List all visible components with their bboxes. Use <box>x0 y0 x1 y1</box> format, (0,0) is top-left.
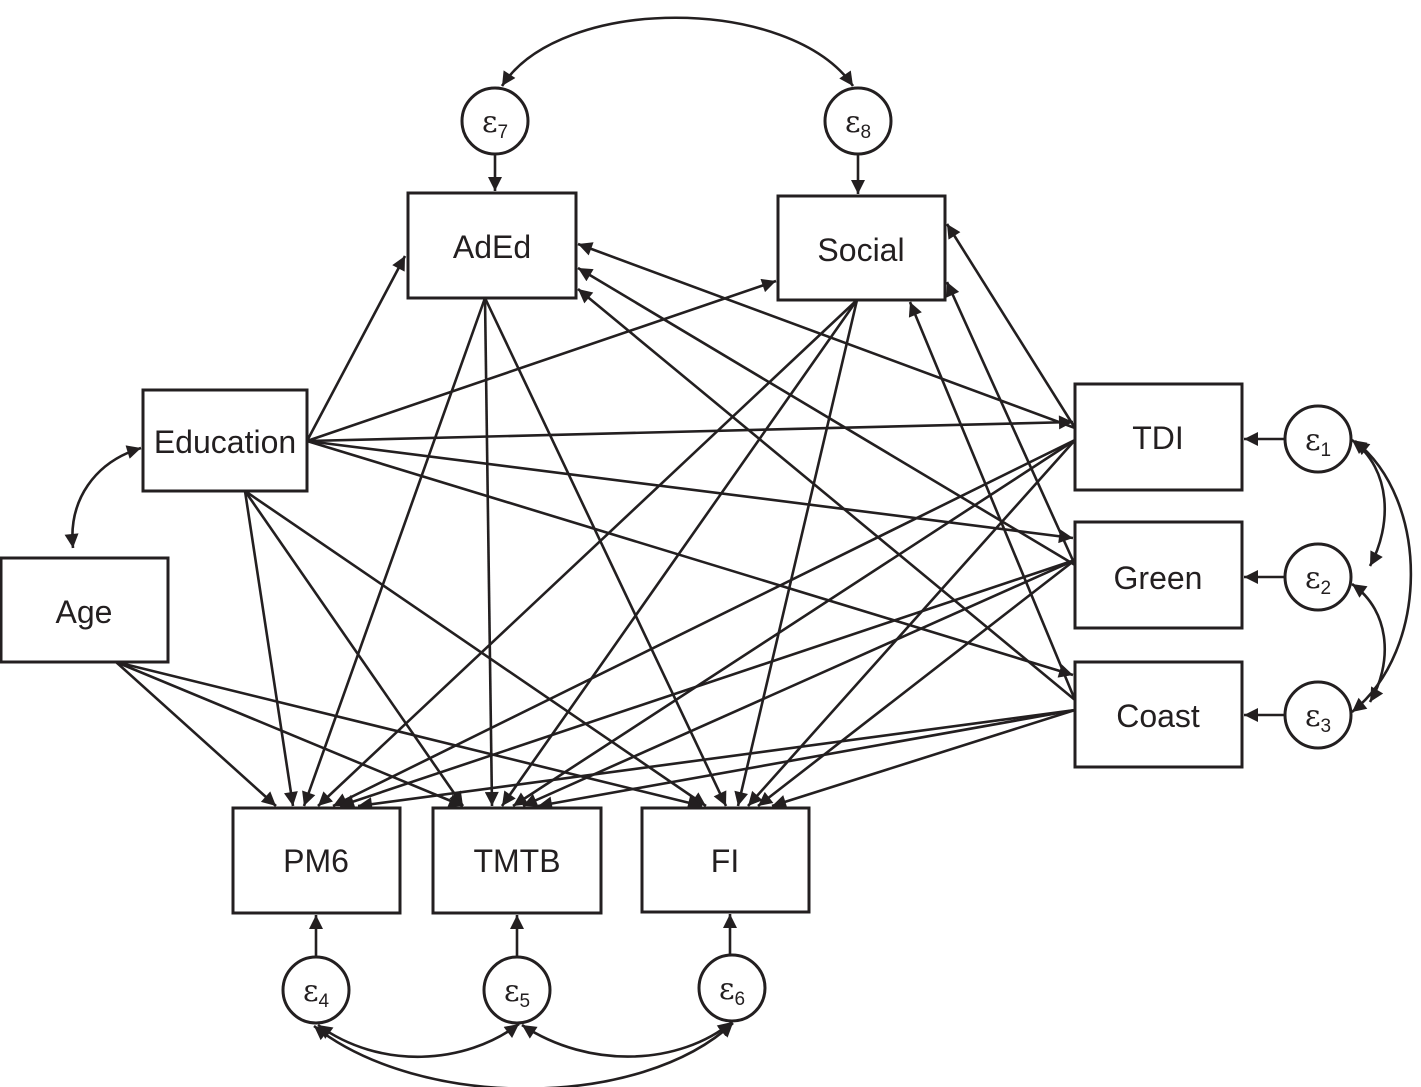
node-pm6: PM6 <box>231 806 402 915</box>
path-arrow-education-to-tdi <box>306 415 1074 443</box>
path-arrow-green-to-pm6 <box>339 558 1076 809</box>
svg-text:ε8: ε8 <box>845 105 871 143</box>
error-term-e8: ε8 <box>823 86 893 156</box>
node-coast: Coast <box>1073 660 1244 769</box>
path-arrow-coast-to-social <box>908 301 1077 701</box>
covariance-e1-e2 <box>1351 438 1386 567</box>
error-symbol: ε <box>482 105 498 140</box>
svg-text:ε4: ε4 <box>303 974 330 1012</box>
covariance-e1-e3 <box>1351 439 1413 714</box>
svg-text:ε7: ε7 <box>482 105 508 143</box>
error-symbol: ε <box>845 105 861 140</box>
error-subscript: 2 <box>1320 578 1331 599</box>
error-symbol: ε <box>1305 561 1321 596</box>
error-term-e3: ε3 <box>1283 680 1353 750</box>
path-arrow-tdi-to-tmtb <box>512 438 1076 808</box>
path-arrow-coast-to-tmtb <box>537 708 1076 811</box>
path-arrow-education-to-pm6 <box>243 490 298 807</box>
covariance-education-age <box>64 445 142 549</box>
path-arrow-aded-to-tmtb <box>483 297 499 807</box>
node-label-tmtb: TMTB <box>473 843 560 879</box>
node-education: Education <box>141 388 309 493</box>
path-arrow-aded-to-pm6 <box>302 297 487 807</box>
node-tdi: TDI <box>1073 382 1244 492</box>
covariance-e4-e6 <box>313 1022 734 1087</box>
svg-text:ε1: ε1 <box>1305 423 1331 461</box>
node-label-social: Social <box>817 232 904 268</box>
error-subscript: 3 <box>1320 716 1331 737</box>
path-arrow-aded-to-fi <box>483 297 728 807</box>
svg-text:ε5: ε5 <box>504 974 530 1012</box>
error-symbol: ε <box>504 974 520 1009</box>
covariance-e2-e3 <box>1351 582 1386 703</box>
path-arrow-education-to-aded <box>305 255 407 442</box>
error-subscript: 6 <box>734 989 745 1010</box>
error-symbol: ε <box>719 972 735 1007</box>
node-label-tdi: TDI <box>1132 420 1184 456</box>
covariance-arcs <box>64 16 1413 1087</box>
error-term-e4: ε4 <box>281 955 351 1025</box>
error-symbol: ε <box>303 974 319 1009</box>
path-arrow-age-to-tmtb <box>115 660 464 808</box>
node-label-green: Green <box>1114 560 1203 596</box>
covariance-e5-e6 <box>521 1020 733 1058</box>
path-arrow-green-to-aded <box>577 266 1076 567</box>
path-arrow-coast-to-aded <box>577 287 1076 702</box>
path-arrow-green-to-tmtb <box>522 558 1076 808</box>
path-arrow-education-to-tmtb <box>243 490 465 807</box>
path-arrow-education-to-social <box>306 278 777 443</box>
path-arrow-green-to-social <box>945 281 1077 566</box>
error-symbol: ε <box>1305 699 1321 734</box>
error-subscript: 5 <box>519 991 530 1012</box>
node-label-education: Education <box>154 424 296 460</box>
path-arrow-age-to-fi <box>115 660 703 810</box>
path-arrow-tdi-to-social <box>945 223 1077 429</box>
path-arrow-coast-to-fi <box>771 708 1076 809</box>
covariance-e7-e8 <box>500 16 855 87</box>
path-arrow-social-to-fi <box>734 299 859 807</box>
path-arrow-tdi-to-fi <box>747 439 1076 807</box>
node-green: Green <box>1073 520 1244 630</box>
path-arrow-tdi-to-aded <box>577 242 1076 430</box>
node-label-fi: FI <box>711 843 739 879</box>
node-fi: FI <box>640 806 811 914</box>
error-subscript: 1 <box>1320 440 1331 461</box>
error-term-e1: ε1 <box>1283 404 1353 474</box>
error-term-e7: ε7 <box>460 86 530 156</box>
error-term-e5: ε5 <box>482 955 552 1025</box>
node-age: Age <box>0 556 170 664</box>
path-arrow-education-to-coast <box>306 439 1074 678</box>
node-label-coast: Coast <box>1116 698 1200 734</box>
error-symbol: ε <box>1305 423 1321 458</box>
error-subscript: 4 <box>318 991 329 1012</box>
svg-text:ε3: ε3 <box>1305 699 1331 737</box>
node-label-aded: AdEd <box>453 229 531 265</box>
path-arrow-social-to-tmtb <box>500 299 859 807</box>
error-subscript: 7 <box>497 122 508 143</box>
error-subscript: 8 <box>860 122 871 143</box>
path-arrow-education-to-green <box>306 439 1074 544</box>
svg-text:ε2: ε2 <box>1305 561 1331 599</box>
path-arrow-coast-to-pm6 <box>357 708 1076 812</box>
node-aded: AdEd <box>406 191 578 300</box>
error-term-e6: ε6 <box>697 953 767 1023</box>
error-term-e2: ε2 <box>1283 542 1353 612</box>
path-arrows <box>115 154 1285 957</box>
covariance-e4-e5 <box>317 1022 520 1059</box>
path-arrow-education-to-fi <box>244 489 707 808</box>
path-arrow-tdi-to-pm6 <box>332 438 1076 808</box>
svg-text:ε6: ε6 <box>719 972 745 1010</box>
path-arrow-social-to-pm6 <box>317 299 858 807</box>
node-label-age: Age <box>56 594 113 630</box>
node-label-pm6: PM6 <box>283 843 349 879</box>
path-arrow-green-to-fi <box>757 558 1076 808</box>
node-social: Social <box>776 194 947 302</box>
path-arrow-age-to-pm6 <box>115 661 277 807</box>
node-tmtb: TMTB <box>431 806 603 915</box>
